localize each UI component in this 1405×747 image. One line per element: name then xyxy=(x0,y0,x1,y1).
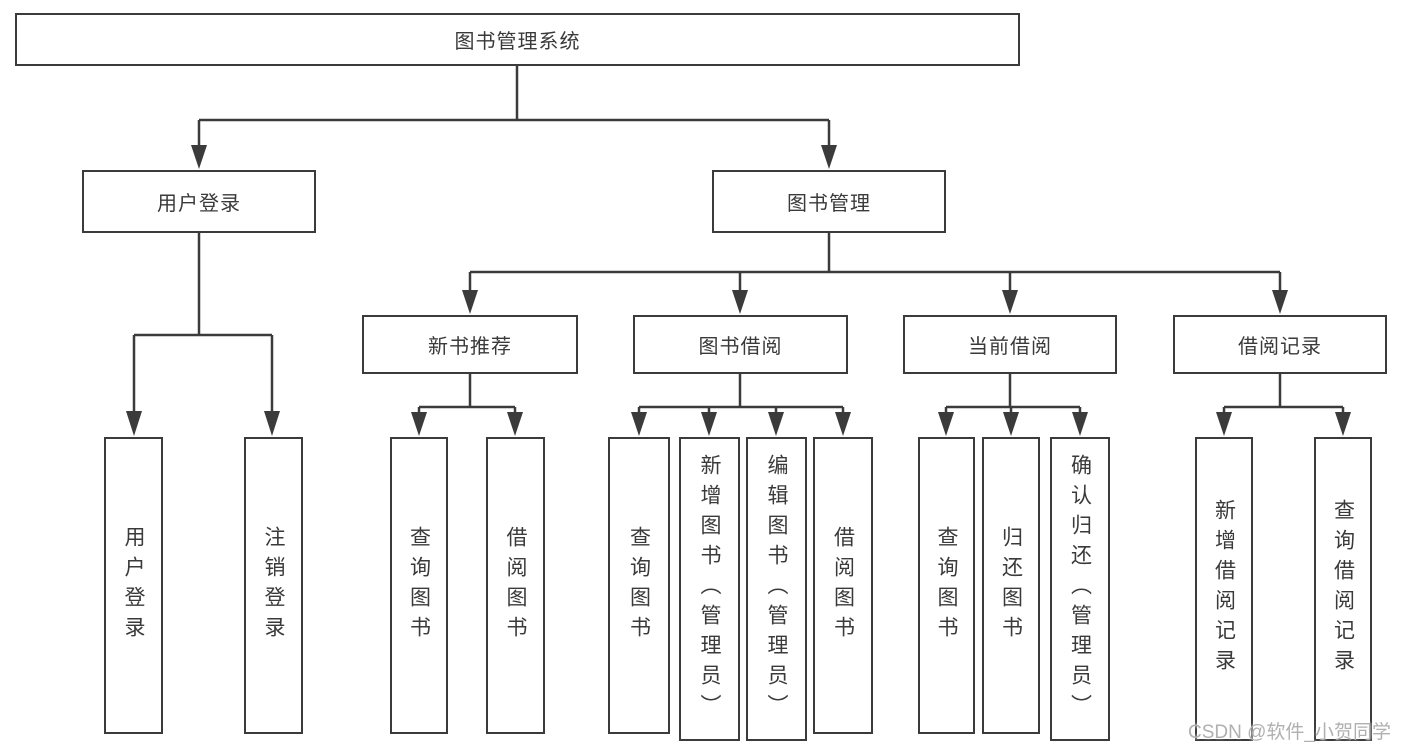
leaf-confirm-return-admin: 确认归还（管理员） xyxy=(1050,437,1110,741)
arrow-down-icon xyxy=(701,412,717,436)
connector-bookmgmt-to-level3 xyxy=(468,233,1282,292)
leaf-edit-books-admin: 编辑图书（管理员） xyxy=(746,437,807,741)
leaf-label: 查询借阅记录 xyxy=(1331,499,1355,679)
leaf-query-books-current: 查询图书 xyxy=(918,437,975,734)
connector-root-to-level2 xyxy=(197,66,831,147)
leaf-label: 查询图书 xyxy=(627,525,651,646)
leaf-label: 新增借阅记录 xyxy=(1212,499,1236,679)
arrow-down-icon xyxy=(732,290,748,314)
arrow-down-icon xyxy=(1003,412,1019,436)
node-user-login: 用户登录 xyxy=(82,170,316,233)
connector-currentborrow-to-leaves xyxy=(944,374,1082,414)
leaf-label: 编辑图书（管理员） xyxy=(765,454,788,724)
leaf-label: 确认归还（管理员） xyxy=(1068,454,1092,724)
leaf-query-books-borrow: 查询图书 xyxy=(608,437,670,734)
leaf-label: 用户登录 xyxy=(122,525,145,646)
leaf-return-books: 归还图书 xyxy=(982,437,1040,734)
arrow-down-icon xyxy=(191,145,207,169)
node-book-management: 图书管理 xyxy=(712,170,946,233)
leaf-borrow-books-newrec: 借阅图书 xyxy=(486,437,545,734)
node-new-book-recommend: 新书推荐 xyxy=(362,315,578,374)
node-book-borrow: 图书借阅 xyxy=(633,315,848,374)
arrow-down-icon xyxy=(1216,412,1232,436)
arrow-down-icon xyxy=(835,412,851,436)
connector-borrowrecords-to-leaves xyxy=(1222,374,1345,414)
arrow-down-icon xyxy=(411,412,427,436)
leaf-label: 借阅图书 xyxy=(504,525,527,646)
arrow-down-icon xyxy=(768,412,784,436)
leaf-add-borrow-record: 新增借阅记录 xyxy=(1195,437,1253,741)
leaf-add-books-admin: 新增图书（管理员） xyxy=(679,437,740,741)
arrow-down-icon xyxy=(1002,290,1018,314)
connector-newbookrec-to-leaves xyxy=(417,374,517,414)
node-current-borrow: 当前借阅 xyxy=(903,315,1117,374)
leaf-label: 查询图书 xyxy=(935,525,958,646)
arrow-down-icon xyxy=(462,290,478,314)
arrow-down-icon xyxy=(1272,290,1288,314)
leaf-label: 注销登录 xyxy=(262,525,285,646)
leaf-label: 新增图书（管理员） xyxy=(698,454,721,724)
csdn-watermark: CSDN @软件_小贺同学 xyxy=(1188,722,1391,743)
leaf-query-books-newrec: 查询图书 xyxy=(390,437,448,734)
connector-bookborrow-to-leaves xyxy=(637,374,845,414)
arrow-down-icon xyxy=(264,411,280,436)
leaf-label: 借阅图书 xyxy=(831,525,855,646)
leaf-user-login: 用户登录 xyxy=(104,437,163,734)
leaf-logout: 注销登录 xyxy=(244,437,303,734)
arrow-down-icon xyxy=(1335,412,1351,436)
arrow-down-icon xyxy=(938,412,954,436)
leaf-borrow-books-borrow: 借阅图书 xyxy=(813,437,873,734)
leaf-label: 查询图书 xyxy=(407,525,431,646)
node-borrow-records: 借阅记录 xyxy=(1173,315,1387,374)
arrow-down-icon xyxy=(1072,412,1088,436)
node-root: 图书管理系统 xyxy=(15,13,1020,66)
leaf-label: 归还图书 xyxy=(999,525,1023,646)
connector-userlogin-to-leaves xyxy=(132,233,274,413)
arrow-down-icon xyxy=(126,411,142,436)
arrow-down-icon xyxy=(631,412,647,436)
arrow-down-icon xyxy=(821,145,837,169)
leaf-query-borrow-record: 查询借阅记录 xyxy=(1314,437,1372,741)
arrow-down-icon xyxy=(507,412,523,436)
